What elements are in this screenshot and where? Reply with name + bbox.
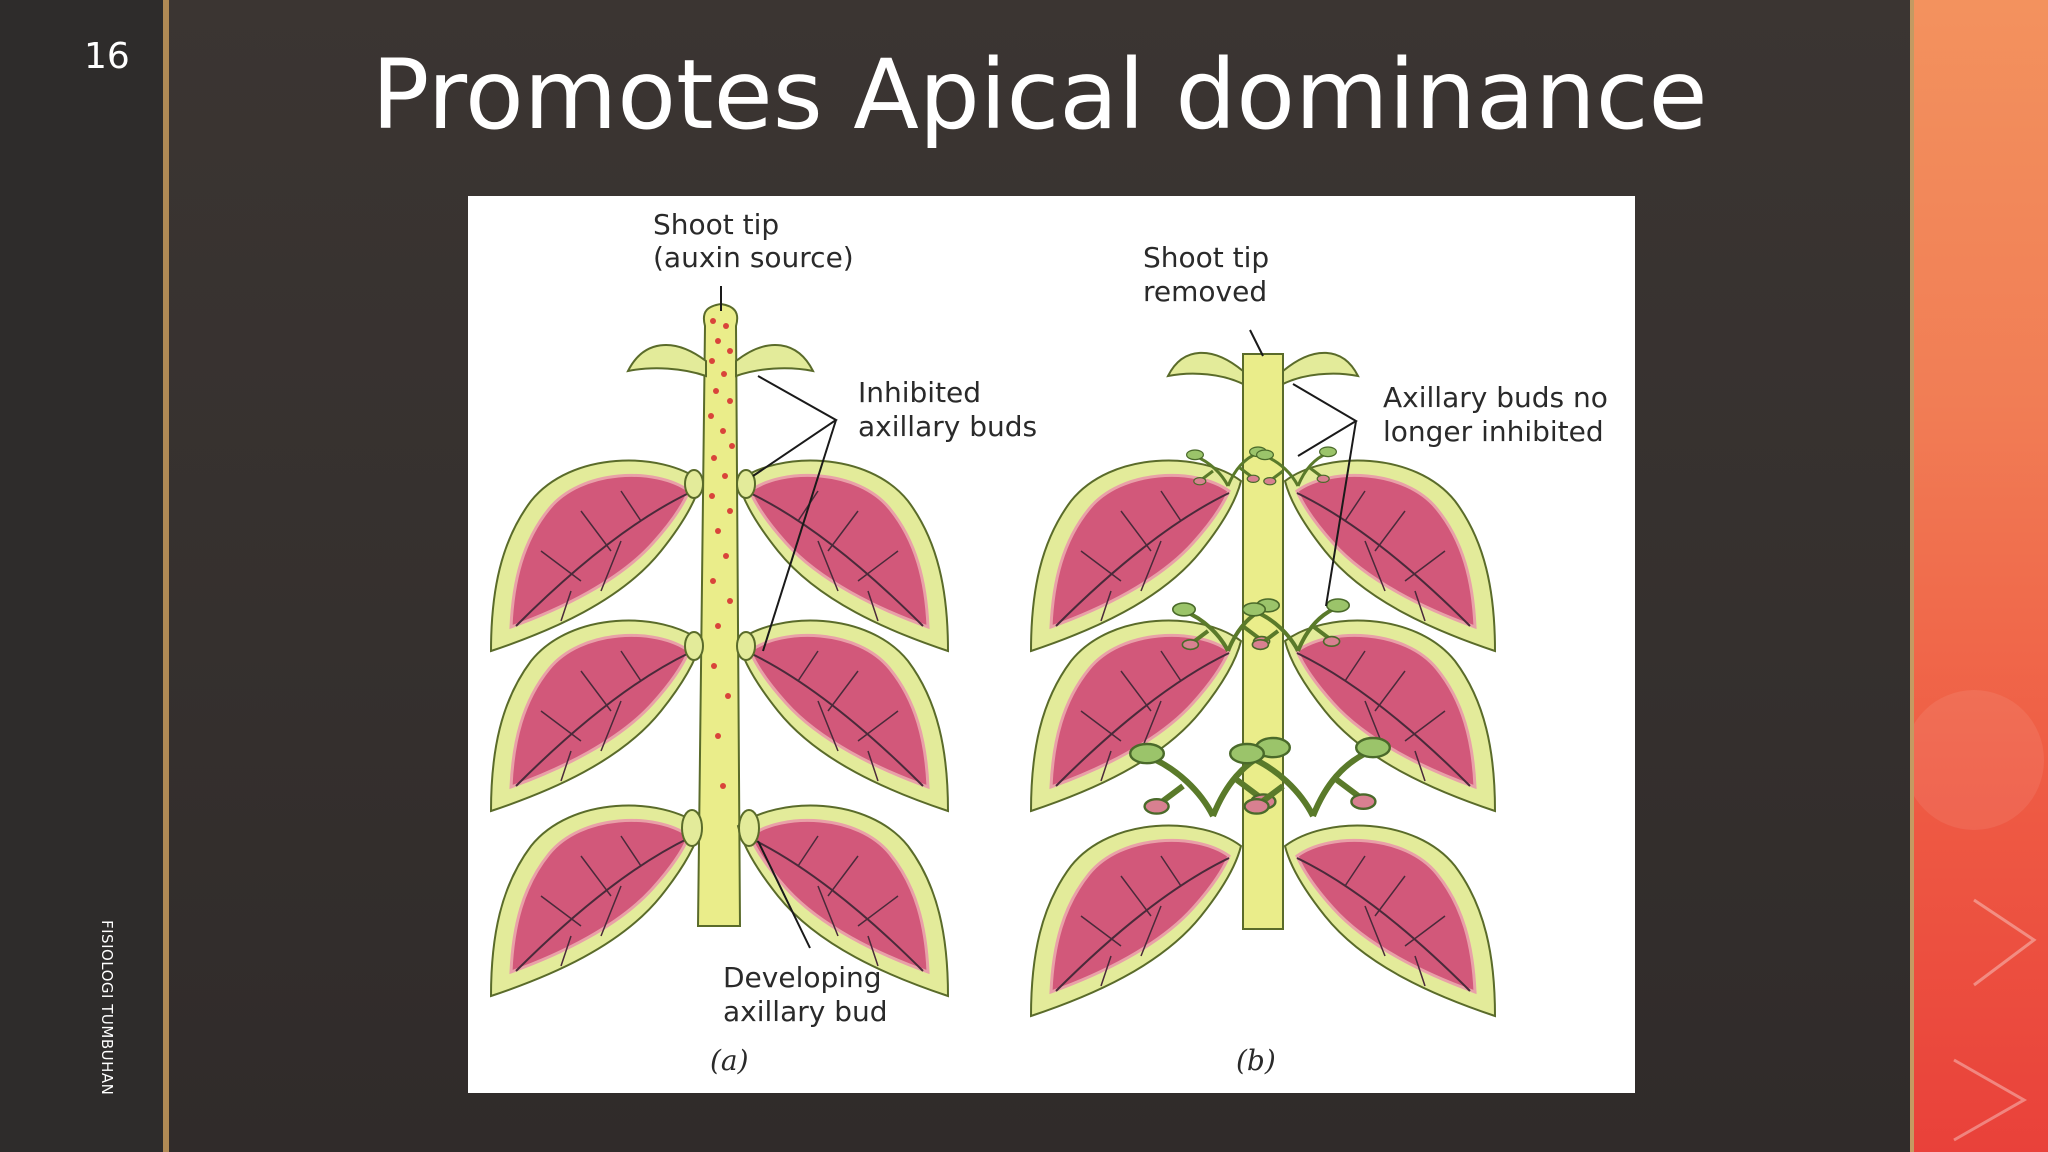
caption-a: (a) [710, 1044, 749, 1077]
decorative-gradient-panel [1914, 0, 2048, 1152]
slide-title: Promotes Apical dominance [371, 39, 1708, 151]
plant-b [1029, 351, 1495, 1018]
footer-label: FISIOLOGI TUMBUHAN [98, 920, 116, 1096]
gold-divider-line-right [1910, 0, 1914, 1152]
label-developing-2: axillary bud [723, 995, 888, 1028]
slide-number: 16 [84, 36, 130, 77]
label-shoot-tip-a-2: (auxin source) [653, 241, 854, 274]
left-sidebar [0, 0, 163, 1152]
label-inhibited-1: Inhibited [858, 376, 981, 409]
pointer-lines-a [720, 286, 838, 949]
label-inhibited-2: axillary buds [858, 410, 1037, 443]
caption-b: (b) [1236, 1044, 1276, 1077]
label-shoot-tip-a-1: Shoot tip [653, 208, 779, 241]
label-removed-1: Shoot tip [1143, 241, 1269, 274]
apical-dominance-figure: Shoot tip (auxin source) Inhibited axill… [468, 196, 1635, 1093]
decorative-chevrons [1914, 690, 2044, 1142]
plant-diagram: Shoot tip (auxin source) Inhibited axill… [489, 208, 1608, 1077]
gold-divider-line [163, 0, 169, 1152]
plant-a [489, 302, 948, 998]
label-released-1: Axillary buds no [1383, 381, 1608, 414]
label-removed-2: removed [1143, 275, 1267, 308]
label-developing-1: Developing [723, 961, 882, 994]
auxin-dots [708, 318, 735, 789]
pointer-lines-b [1249, 329, 1358, 607]
label-released-2: longer inhibited [1383, 415, 1604, 448]
